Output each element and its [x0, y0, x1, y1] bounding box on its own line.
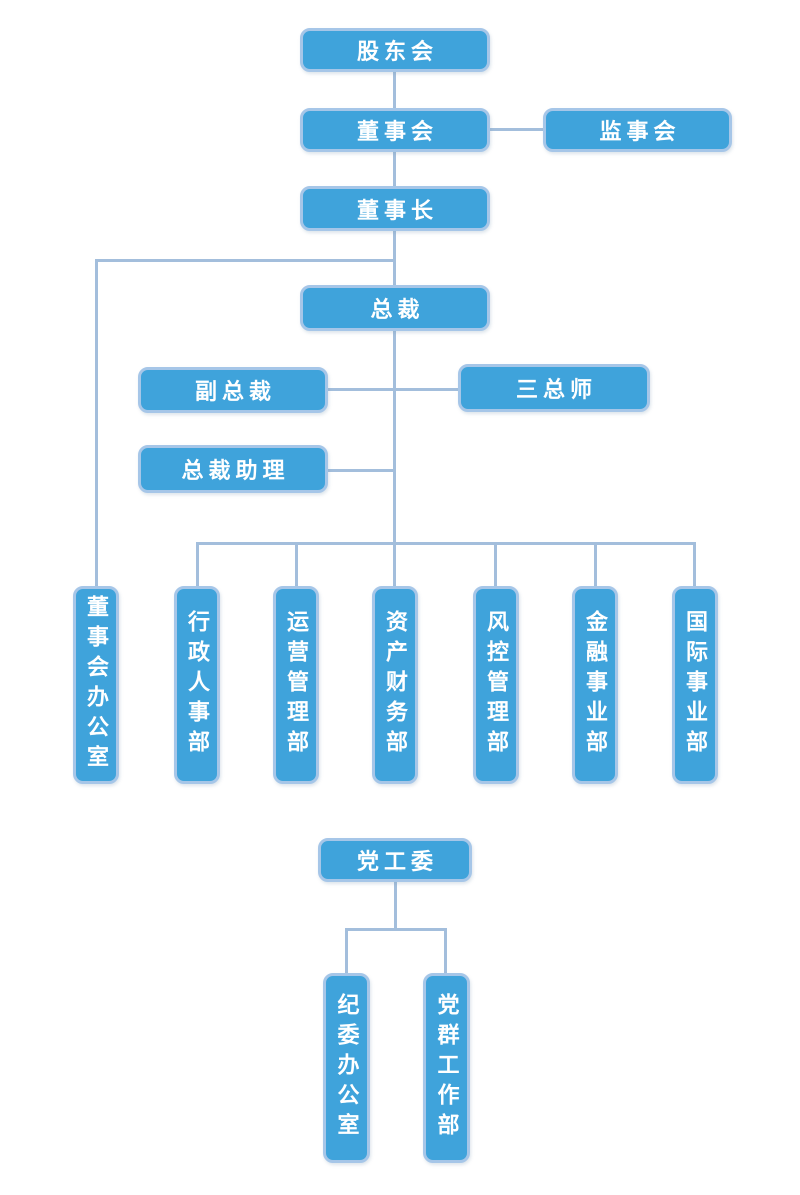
node-financial-business-dept: 金融事业部 [572, 586, 618, 784]
connector-chairman-boardoffice-horizontal [95, 259, 395, 262]
node-three-chief-engineers: 三总师 [458, 364, 650, 412]
connector-presidentassistant [328, 469, 395, 472]
node-board-office: 董事会办公室 [73, 586, 119, 784]
connector-partycommittee-drop [394, 880, 397, 930]
node-admin-hr-dept-label: 行政人事部 [185, 610, 210, 760]
node-board-office-label: 董事会办公室 [84, 595, 109, 775]
node-discipline-office-label: 纪委办公室 [334, 993, 360, 1143]
node-shareholders-meeting: 股东会 [300, 28, 490, 72]
connector-financial-drop [594, 542, 597, 586]
connector-partymasses-drop [444, 928, 447, 973]
connector-discipline-drop [345, 928, 348, 973]
node-vice-president: 副总裁 [138, 367, 328, 413]
node-discipline-office: 纪委办公室 [323, 973, 370, 1163]
node-asset-finance-dept-label: 资产财务部 [383, 610, 408, 760]
connector-riskcontrol-drop [494, 542, 497, 586]
connector-boardoffice-drop [95, 259, 98, 586]
connector-shareholders-board [393, 72, 396, 108]
node-party-masses-dept: 党群工作部 [423, 973, 470, 1163]
node-admin-hr-dept: 行政人事部 [174, 586, 220, 784]
connector-departments-horizontal [196, 542, 696, 545]
node-president-assistant: 总裁助理 [138, 445, 328, 493]
node-international-business-dept: 国际事业部 [672, 586, 718, 784]
node-chairman: 董事长 [300, 186, 490, 231]
node-risk-control-dept: 风控管理部 [473, 586, 519, 784]
node-risk-control-dept-label: 风控管理部 [484, 610, 509, 760]
connector-adminhr-drop [196, 542, 199, 586]
connector-chairman-president [393, 231, 396, 286]
connector-international-drop [693, 542, 696, 586]
connector-president-trunk [393, 331, 396, 586]
node-board-of-directors: 董事会 [300, 108, 490, 152]
connector-vicepresident-threechiefs [328, 388, 458, 391]
node-financial-business-dept-label: 金融事业部 [583, 610, 608, 760]
node-party-masses-dept-label: 党群工作部 [434, 993, 460, 1143]
connector-board-chairman [393, 152, 396, 186]
node-operations-dept: 运营管理部 [273, 586, 319, 784]
node-party-working-committee: 党工委 [318, 838, 472, 882]
connector-board-supervisory [490, 128, 543, 131]
node-operations-dept-label: 运营管理部 [284, 610, 309, 760]
connector-operations-drop [295, 542, 298, 586]
connector-party-horizontal [345, 928, 446, 931]
node-supervisory-board: 监事会 [543, 108, 732, 152]
node-president: 总裁 [300, 285, 490, 331]
node-international-business-dept-label: 国际事业部 [683, 610, 708, 760]
node-asset-finance-dept: 资产财务部 [372, 586, 418, 784]
